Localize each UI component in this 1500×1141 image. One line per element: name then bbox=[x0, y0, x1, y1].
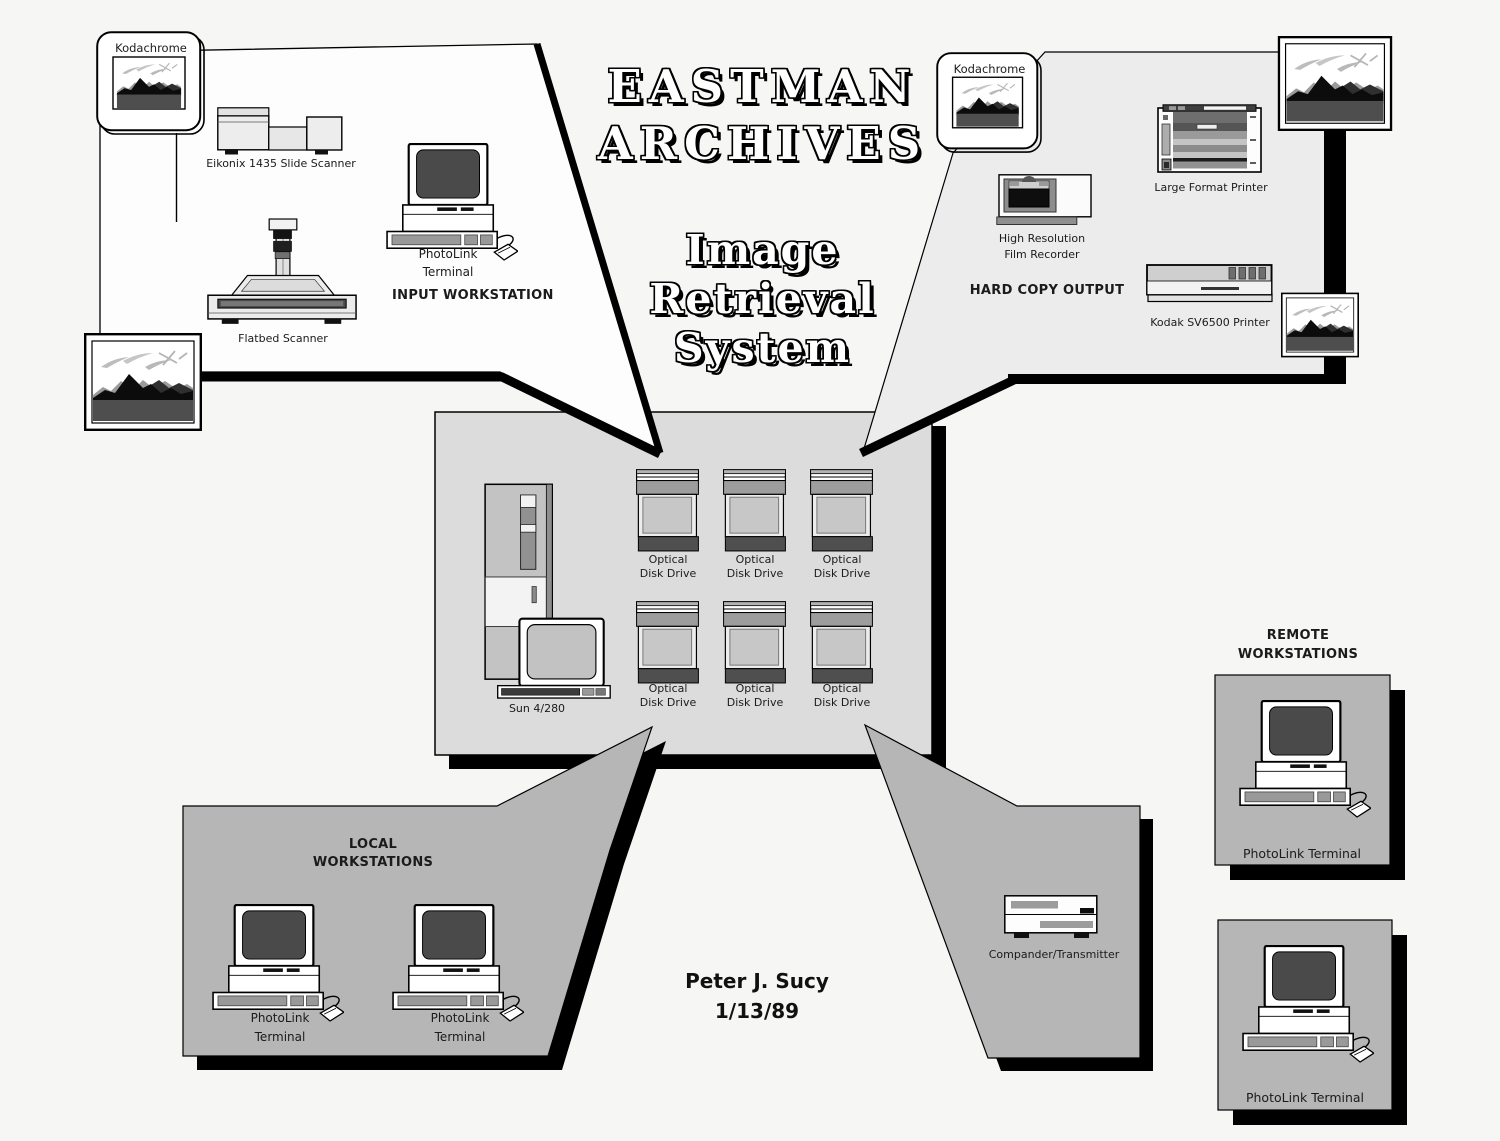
photolink-terminal-remote-2 bbox=[1238, 945, 1374, 1063]
photolink-terminal-remote-1 bbox=[1235, 700, 1371, 818]
slide-scanner-label: Eikonix 1435 Slide Scanner bbox=[206, 157, 356, 170]
flatbed-scanner-graphic bbox=[206, 218, 360, 331]
terminal-label-local-2: PhotoLink Terminal bbox=[430, 1011, 490, 1044]
compander-label: Compander/Transmitter bbox=[988, 948, 1120, 961]
optical-drive-5 bbox=[723, 601, 786, 684]
title-line-1: EASTMAN bbox=[607, 60, 918, 113]
title-line-3: Image bbox=[685, 226, 840, 274]
remote-box-2 bbox=[1217, 919, 1407, 1125]
large-format-printer-label: Large Format Printer bbox=[1154, 181, 1268, 194]
framed-photo-output-small bbox=[1281, 292, 1359, 358]
input-workstation-heading: INPUT WORKSTATION bbox=[392, 288, 554, 303]
credit-date: 1/13/89 bbox=[714, 999, 800, 1023]
terminal-label-input-line2: Terminal bbox=[422, 265, 474, 279]
credit-block: Peter J. Sucy 1/13/89 bbox=[657, 966, 857, 1026]
photolink-terminal-local-2 bbox=[388, 904, 524, 1022]
optical-drive-4 bbox=[636, 601, 699, 684]
photolink-terminal-local-1 bbox=[208, 904, 344, 1022]
sv6500-printer-graphic bbox=[1146, 264, 1276, 304]
film-recorder-label-line2: Film Recorder bbox=[1004, 248, 1080, 261]
sv6500-printer-label: Kodak SV6500 Printer bbox=[1150, 316, 1270, 329]
compander-graphic bbox=[1004, 895, 1100, 941]
hard-copy-output-heading: HARD COPY OUTPUT bbox=[969, 283, 1125, 298]
kodachrome-label-input: Kodachrome bbox=[115, 41, 187, 55]
title-line-2: ARCHIVES bbox=[597, 117, 928, 170]
local-workstations-heading: LOCAL WORKSTATIONS bbox=[312, 837, 434, 870]
film-recorder-label-line1: High Resolution bbox=[998, 232, 1086, 245]
film-recorder-graphic bbox=[996, 174, 1092, 226]
terminal-label-local-1: PhotoLink Terminal bbox=[250, 1011, 310, 1044]
remote-workstations-heading: REMOTE WORKSTATIONS bbox=[1237, 628, 1359, 662]
optical-drive-6 bbox=[810, 601, 873, 684]
terminal-label-remote-2: PhotoLink Terminal bbox=[1245, 1090, 1365, 1105]
diagram-title: EASTMAN ARCHIVES bbox=[565, 58, 960, 172]
terminal-label-remote-1: PhotoLink Terminal bbox=[1242, 846, 1362, 861]
large-format-printer-graphic bbox=[1157, 104, 1265, 176]
kodachrome-label-output: Kodachrome bbox=[953, 62, 1026, 76]
photolink-terminal-input bbox=[382, 143, 518, 261]
sun-server-graphic bbox=[471, 472, 614, 701]
optical-drive-3 bbox=[810, 469, 873, 552]
framed-photo-output-large bbox=[1277, 36, 1393, 131]
diagram-subtitle: Image Retrieval System bbox=[565, 226, 960, 373]
film-recorder-label: High Resolution Film Recorder bbox=[982, 231, 1102, 263]
framed-photo-input bbox=[84, 333, 202, 431]
title-line-5: System bbox=[674, 324, 851, 372]
optical-drive-1 bbox=[636, 469, 699, 552]
terminal-label-input: PhotoLink Terminal bbox=[398, 245, 498, 281]
terminal-label-input-line1: PhotoLink bbox=[418, 247, 478, 261]
credit-author: Peter J. Sucy bbox=[685, 969, 829, 993]
title-line-4: Retrieval bbox=[649, 275, 876, 323]
flatbed-scanner-label: Flatbed Scanner bbox=[238, 332, 328, 345]
sun-server-label: Sun 4/280 bbox=[508, 702, 566, 715]
optical-drive-2 bbox=[723, 469, 786, 552]
slide-scanner-graphic bbox=[217, 107, 343, 155]
